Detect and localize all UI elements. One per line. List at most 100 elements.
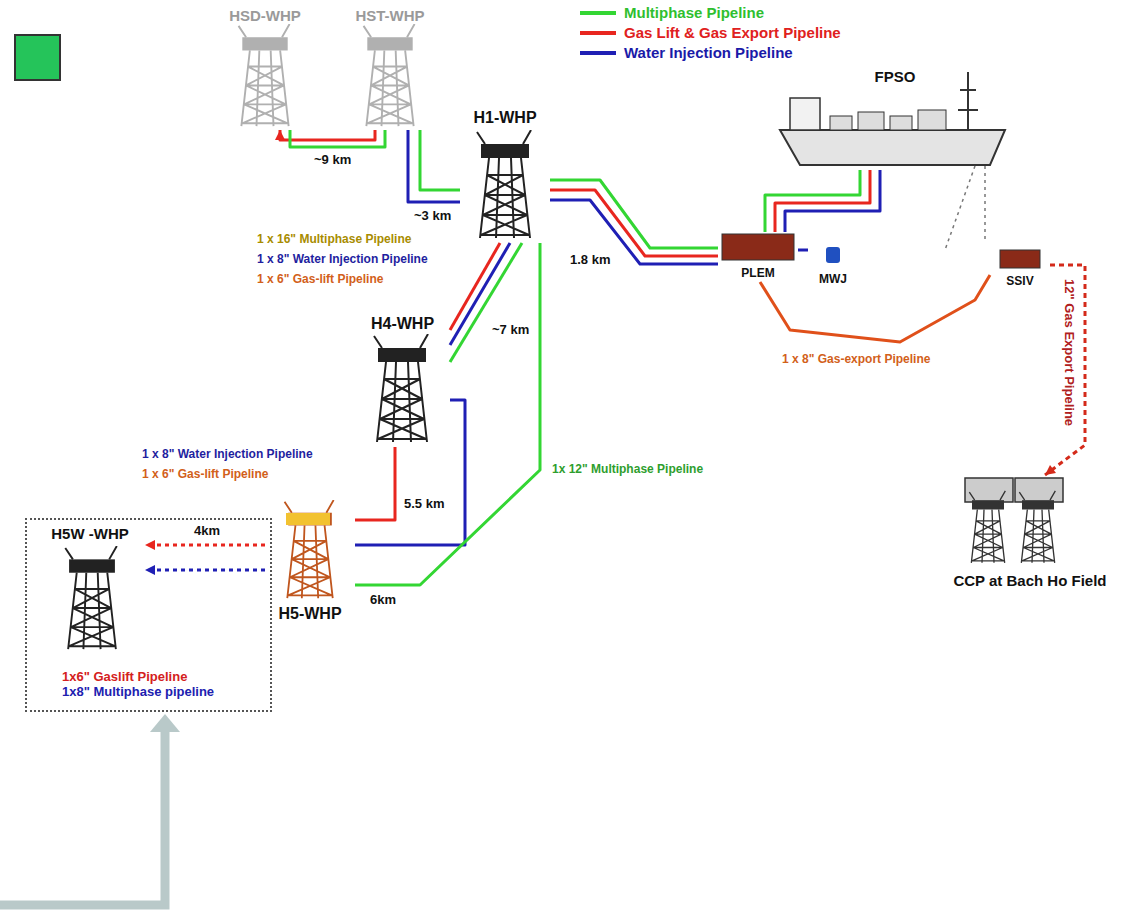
pipeline-note: 1 x 8" Water Injection Pipeline [255,252,430,266]
legend-line-sample [580,51,616,55]
legend-row: Multiphase Pipeline [580,4,764,22]
distance-label: 4km [192,523,222,539]
platform-icon [239,24,290,126]
pipeline-connector [798,250,808,251]
pipeline-connector [408,130,460,202]
pipeline-line [420,130,460,190]
ssiv-block [1000,250,1040,268]
distance-label: 1.8 km [568,252,612,268]
legend-row: Gas Lift & Gas Export Pipeline [580,24,841,42]
pipeline-note: 1 x 8" Gas-export Pipeline [780,352,932,366]
node-label: H4-WHP [371,314,434,333]
pipeline-connector [1045,265,1085,475]
legend-line-sample [580,31,616,35]
distance-label: 5.5 km [402,496,446,512]
pipeline-note: 1 x 6" Gas-lift Pipeline [255,272,385,286]
legend-label: Multiphase Pipeline [624,4,764,22]
platform-icon [65,546,117,649]
arrow-head [145,540,155,550]
distance-label: 6km [368,592,398,608]
platform-icon [1019,491,1055,563]
distance-label: ~3 km [412,208,453,224]
pipeline-line [775,170,870,232]
pipeline-line [145,544,265,547]
wellhead-platform: H5W -WHP [35,523,145,653]
green-marker [15,35,60,80]
jumper: MWJ [808,246,858,288]
platform-icon [374,334,428,442]
pipeline-connector [450,243,500,330]
distance-label: ~7 km [490,322,531,338]
pipeline-note: 1 x 8" Water Injection Pipeline [140,447,315,461]
node-label: SSIV [1006,274,1033,288]
platform-icon [285,500,334,598]
node-label: 1x8" Multiphase pipeline [62,684,214,700]
arrow-head [145,565,155,575]
node-label: HSD-WHP [229,7,301,25]
distance-label: ~9 km [312,152,353,168]
ssiv-valve: SSIV [990,248,1050,290]
legend-line [580,7,618,19]
node-label: MWJ [819,272,847,286]
legend-label: Gas Lift & Gas Export Pipeline [624,24,841,42]
wellhead-platform: H5-WHP [265,500,355,625]
pipeline-connector [420,130,460,190]
callout-box: 1x6" Gaslift Pipeline1x8" Multiphase pip… [25,518,272,712]
node-label: PLEM [741,266,774,280]
node-label: H1-WHP [473,108,536,127]
central-platform: CCP at Bach Ho Field [940,475,1120,592]
pipeline-connector [290,130,385,147]
fpso-vessel: FPSO [780,66,1010,170]
pipeline-connector [355,447,395,520]
arrow-head [1045,465,1056,475]
pipeline-line [450,243,500,330]
wellhead-platform: H4-WHP [355,312,450,447]
pipeline-connector [145,540,265,550]
pipeline-line [760,275,990,342]
node-label: H5-WHP [278,604,341,623]
legend-row: Water Injection Pipeline [580,44,793,62]
pipeline-connector [765,170,860,232]
pipeline-line [355,400,465,545]
pipeline-line [355,243,540,585]
pipeline-line [408,130,460,202]
wellhead-platform: HST-WHP [345,5,435,130]
pipeline-line [355,447,395,520]
legend-line [580,47,618,59]
pipeline-connector [450,243,522,362]
pipeline-line [765,170,860,232]
platform-building [965,478,1013,502]
pipeline-connector [355,400,465,545]
pointer-arrow [0,730,165,905]
pipeline-line [450,243,522,362]
pipeline-connector [145,565,265,575]
wellhead-platform: H1-WHP [460,106,550,243]
pipeline-line [290,130,385,147]
plem-manifold: PLEM [718,232,798,282]
pipeline-line [1045,265,1085,475]
platform-icon [364,24,415,126]
pipeline-line [145,569,265,572]
pipeline-line [280,130,375,140]
pipeline-connector [760,275,990,342]
plem-block [722,234,794,260]
node-label: CCP at Bach Ho Field [953,572,1106,590]
pipeline-connector [355,243,540,585]
pointer-arrowhead [150,714,180,732]
legend-line [580,27,618,39]
arrow-head [275,130,285,140]
pipeline-note: 1x 12" Multiphase Pipeline [550,462,705,476]
legend-label: Water Injection Pipeline [624,44,793,62]
node-label: H5W -WHP [51,525,129,543]
platform-building [1015,478,1063,502]
node-label: HST-WHP [355,7,424,25]
pipeline-note: 1 x 16" Multiphase Pipeline [255,232,413,246]
pipeline-connector [785,170,880,232]
platform-icon [477,130,531,238]
pipeline-line [798,249,808,252]
distance-label: 12" Gas Export Pipeline [1061,277,1077,428]
legend-line-sample [580,11,616,15]
node-label: FPSO [875,68,916,86]
pipeline-connector [775,170,870,232]
pipeline-line [785,170,880,232]
